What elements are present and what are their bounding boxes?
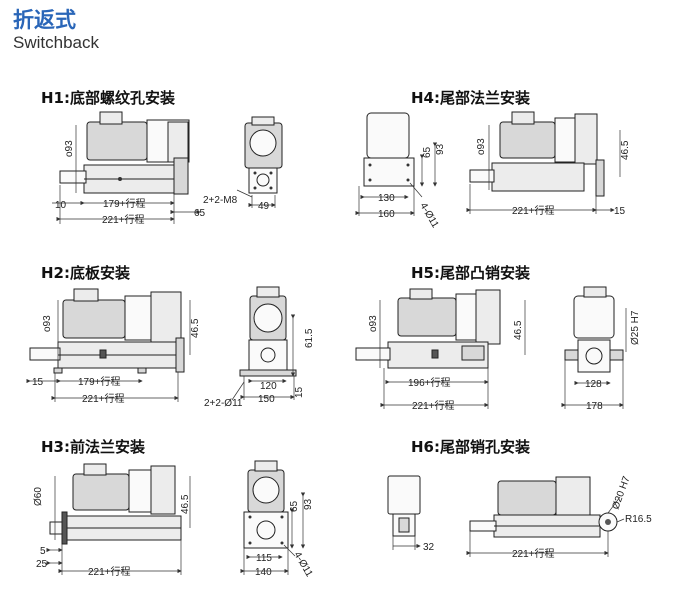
- h2-side-view: ο93 46.5 15 179+行程 221+行程: [26, 288, 201, 405]
- h5-w1-label: 128: [585, 379, 602, 390]
- h3-dia-label: Ø60: [33, 487, 44, 506]
- h6-radius-label: R16.5: [625, 514, 652, 525]
- h1-right-label: 65: [194, 208, 206, 219]
- h4-flange-view: 130 160 65 93 4-Ø11: [355, 112, 446, 230]
- h2-holes-label: 2+2-Ø11: [204, 398, 243, 409]
- h6-side-view: Ø20 H7 R16.5 221+行程: [466, 474, 652, 560]
- h2-total-label: 221+行程: [82, 392, 125, 405]
- h3-front-view: 65 93 115 140 4-Ø11: [240, 460, 315, 579]
- h1-stroke-label: 179+行程: [103, 197, 146, 210]
- h5-dia-label: ο93: [368, 315, 379, 332]
- h4-side-label: 46.5: [620, 140, 631, 160]
- h2-dia-label: ο93: [42, 315, 53, 332]
- page-subtitle: Switchback: [13, 33, 99, 52]
- h1-thread-label: 2+2-M8: [203, 195, 238, 206]
- h1-dia-label: ο93: [64, 140, 75, 157]
- h4-dia-label: ο93: [476, 138, 487, 155]
- h4-h1-label: 65: [422, 146, 433, 158]
- h3-w1-label: 115: [256, 553, 272, 564]
- h5-side-label: 46.5: [513, 320, 524, 340]
- section-label-h2: H2:底板安装: [41, 264, 130, 282]
- h3-d5-label: 5: [40, 546, 46, 557]
- h2-foot-label: 15: [294, 386, 305, 398]
- h3-w2-label: 140: [255, 567, 272, 578]
- h3-holes-label: 4-Ø11: [291, 550, 314, 579]
- h3-side-view: Ø60 46.5 5 25 221+行程: [33, 463, 191, 578]
- h4-side-view: ο93 46.5 221+行程 15: [466, 111, 631, 217]
- h2-left-label: 15: [32, 377, 44, 388]
- h4-total-label: 221+行程: [512, 204, 555, 217]
- h2-w1-label: 120: [260, 381, 277, 392]
- h2-h-label: 61.5: [304, 328, 315, 348]
- h5-stroke-label: 196+行程: [408, 376, 451, 389]
- h1-left-label: 10: [55, 200, 67, 211]
- h3-side-label: 46.5: [180, 494, 191, 514]
- h2-w2-label: 150: [258, 394, 275, 405]
- h3-total-label: 221+行程: [88, 565, 131, 578]
- h6-end-view: 32: [387, 475, 435, 553]
- h6-total-label: 221+行程: [512, 547, 555, 560]
- h1-side-view: [59, 111, 190, 195]
- h6-pin-label: Ø20 H7: [610, 474, 632, 511]
- h1-dimensions: ο93 10 179+行程 221+行程 65: [52, 125, 206, 226]
- section-label-h5: H5:尾部凸销安装: [411, 264, 530, 282]
- h3-d25-label: 25: [36, 559, 48, 570]
- section-label-h3: H3:前法兰安装: [41, 438, 145, 456]
- section-label-h1: H1:底部螺纹孔安装: [41, 89, 175, 107]
- h1-width-label: 49: [258, 201, 270, 212]
- h3-h2-label: 93: [303, 498, 314, 510]
- h5-total-label: 221+行程: [412, 399, 455, 412]
- section-label-h6: H6:尾部销孔安装: [411, 438, 530, 456]
- page-title: 折返式: [13, 8, 76, 32]
- h4-holes-label: 4-Ø11: [417, 201, 440, 230]
- h3-h1-label: 65: [289, 500, 300, 512]
- section-label-h4: H4:尾部法兰安装: [411, 89, 530, 107]
- h2-stroke-label: 179+行程: [78, 375, 121, 388]
- h2-side-label: 46.5: [190, 318, 201, 338]
- h5-front-view: Ø25 H7 128 178: [561, 286, 641, 412]
- h5-w2-label: 178: [586, 401, 603, 412]
- h4-h2-label: 93: [435, 143, 446, 155]
- h4-right-label: 15: [614, 206, 626, 217]
- h5-side-view: ο93 46.5 196+行程 221+行程: [355, 288, 526, 412]
- h2-front-view: 61.5 120 150 2+2-Ø11 15: [204, 286, 315, 409]
- h4-w1-label: 130: [378, 193, 395, 204]
- h1-total-label: 221+行程: [102, 213, 145, 226]
- h5-pin-label: Ø25 H7: [630, 310, 641, 345]
- h4-w2-label: 160: [378, 209, 395, 220]
- h1-front-view: 2+2-M8 49: [203, 116, 283, 212]
- h6-w-label: 32: [423, 542, 435, 553]
